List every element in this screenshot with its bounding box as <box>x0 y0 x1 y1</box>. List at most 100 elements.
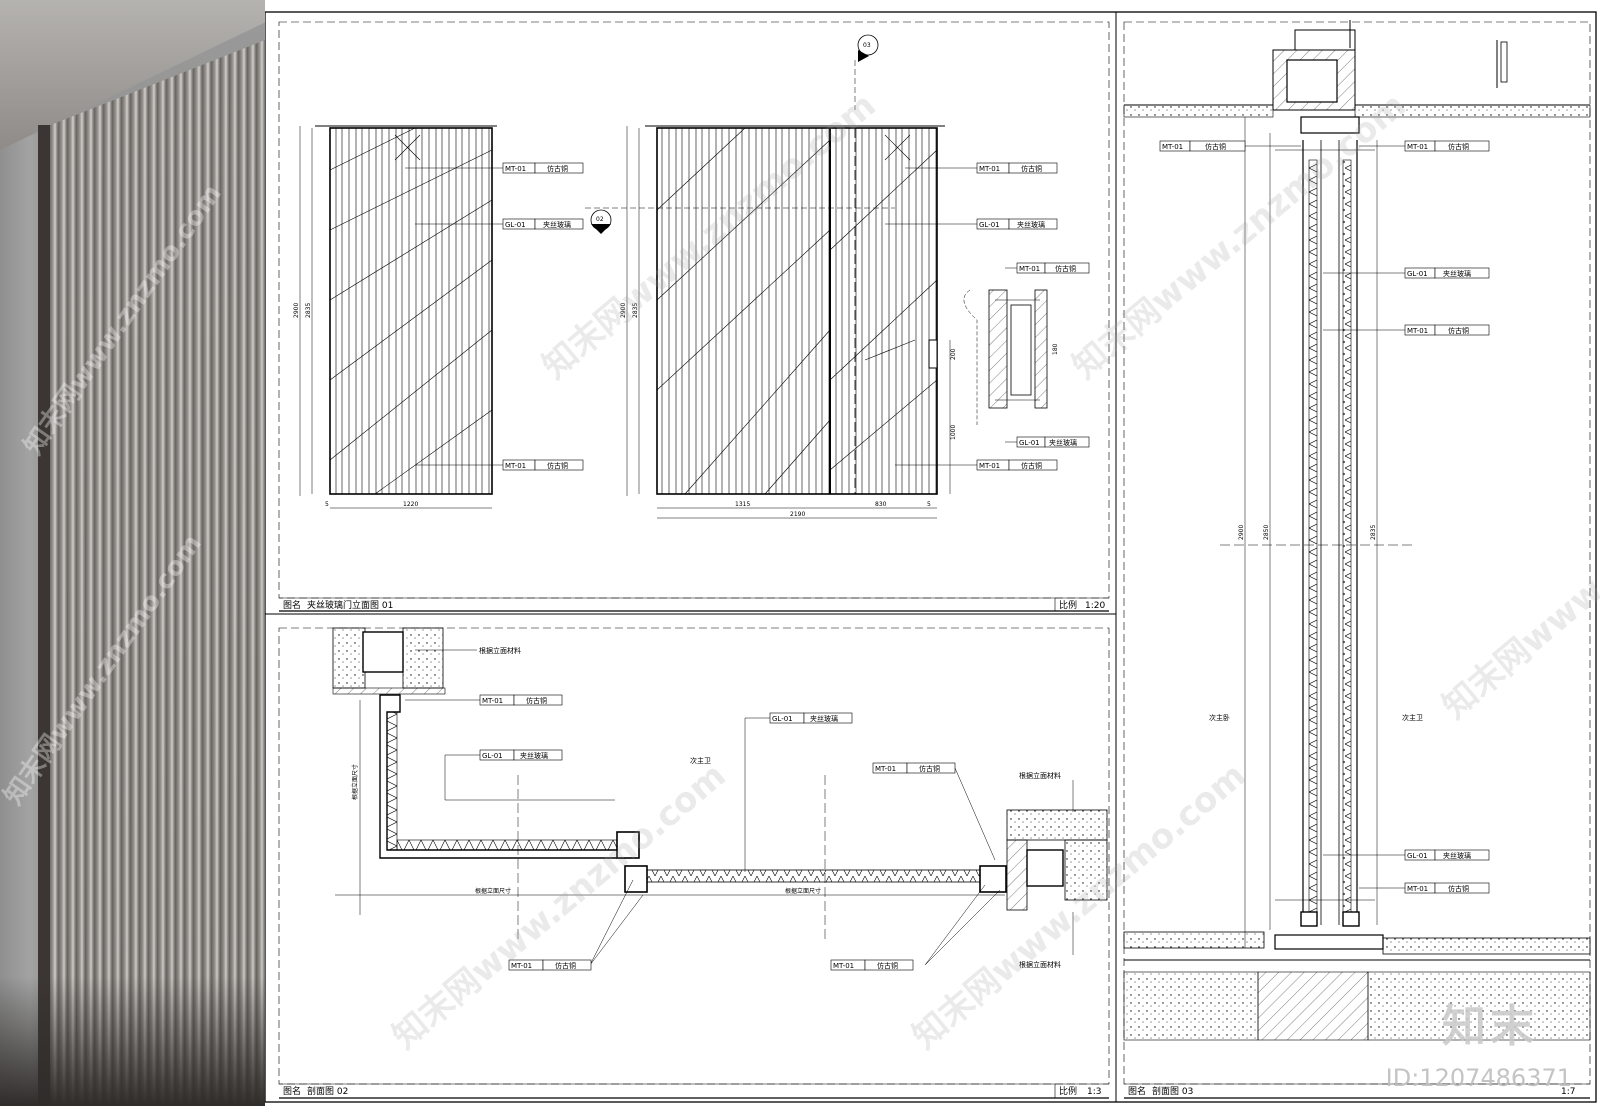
tag-name: 夹丝玻璃 <box>543 220 571 229</box>
tag-name: 夹丝玻璃 <box>520 751 548 760</box>
tag-code: GL-01 <box>505 221 526 229</box>
tag-code: MT-01 <box>1407 885 1428 893</box>
tag-code: GL-01 <box>979 221 1000 229</box>
title-prefix: 图名 <box>1128 1085 1146 1097</box>
dim-a: 2850 <box>1263 525 1270 540</box>
tag-name: 仿古铜 <box>1021 461 1042 470</box>
panel-elevation-frame <box>278 21 1110 599</box>
tag-name: 仿古铜 <box>547 461 568 470</box>
tag-name: 夹丝玻璃 <box>1017 220 1045 229</box>
watermark-text: 知末网www.znzmo.com <box>385 755 734 1057</box>
tag-code: MT-01 <box>979 462 1000 470</box>
photo-floor <box>0 976 265 1106</box>
room-label-right: 次主卫 <box>1402 713 1423 722</box>
panel-section03-frame <box>1123 21 1591 1085</box>
dim-right-a: 1315 <box>735 501 750 508</box>
dim-total: 2900 <box>1238 525 1245 540</box>
watermark-text: 知末网www.znzmo.com <box>1435 425 1600 727</box>
note-by-elevation: 根据立面材料 <box>1019 960 1061 969</box>
note-by-size: 根据立面尺寸 <box>785 887 821 895</box>
dim-right-offset: 5 <box>927 501 931 508</box>
elevation-left-door <box>315 125 497 495</box>
dim-total: 2190 <box>790 511 805 518</box>
section02-mid-glass: 次主卫 根据立面尺寸 根据立面尺寸 <box>335 756 1007 940</box>
dim-height-door: 2835 <box>305 303 312 318</box>
scale-value: 1:20 <box>1085 601 1105 611</box>
section02-left-frame: 根据立面尺寸 <box>351 694 648 915</box>
scale-value: 1:3 <box>1087 1087 1101 1097</box>
dim-height-door: 2835 <box>632 303 639 318</box>
section03-floor <box>1123 931 1591 1041</box>
watermark-text: 知末网www.znzmo.com <box>1065 85 1414 387</box>
tag-name: 仿古铜 <box>547 164 568 173</box>
reeded-glass-photo: 知末网www.znzmo.com 知末网www.znzmo.com <box>0 0 265 1106</box>
elevation-right-dims: 2900 2835 200 1000 1315 830 5 2190 <box>620 126 957 519</box>
photo-door-frame <box>38 125 50 1106</box>
tag-name: 夹丝玻璃 <box>1443 851 1471 860</box>
dim-height-total: 2900 <box>620 303 627 318</box>
section02-tags: MT-01 仿古铜 GL-01 夹丝玻璃 GL-01 夹丝玻璃 MT-01 仿古… <box>405 694 1001 971</box>
elevation-left-tags: MT-01 仿古铜 GL-01 夹丝玻璃 MT-01 仿古铜 <box>405 162 584 471</box>
tag-name: 仿古铜 <box>1021 164 1042 173</box>
note-by-size: 根据立面尺寸 <box>351 764 359 800</box>
tag-name: 夹丝玻璃 <box>1443 269 1471 278</box>
tag-code: GL-01 <box>1407 270 1428 278</box>
tag-name: 仿古铜 <box>1205 142 1226 151</box>
title-prefix: 图名 <box>283 599 301 611</box>
callout-label: 02 <box>596 216 604 223</box>
tag-code: MT-01 <box>1407 143 1428 151</box>
tag-code: GL-01 <box>1019 439 1040 447</box>
tag-code: MT-01 <box>1162 143 1183 151</box>
note-by-elevation: 根据立面材料 <box>479 646 521 655</box>
dim-handle: 1000 <box>950 425 957 440</box>
photo-reeded-glass <box>50 40 265 1106</box>
title-bar-section02: 图名 剖面图 02 比例 1:3 <box>279 1083 1109 1099</box>
cad-sheet: 图名 夹丝玻璃门立面图 01 比例 1:20 图名 剖面图 02 比例 1:3 … <box>264 0 1600 1106</box>
cad-drawing: 图名 夹丝玻璃门立面图 01 比例 1:20 图名 剖面图 02 比例 1:3 … <box>264 11 1600 1103</box>
tag-code: MT-01 <box>505 462 526 470</box>
dim-right-b: 830 <box>875 501 887 508</box>
room-label-left: 次主卧 <box>1209 713 1230 722</box>
title-bar-elevation: 图名 夹丝玻璃门立面图 01 比例 1:20 <box>279 597 1109 612</box>
room-label: 次主卫 <box>690 756 711 765</box>
tag-name: 仿古铜 <box>1448 884 1469 893</box>
tag-name: 仿古铜 <box>1448 142 1469 151</box>
tag-name: 仿古铜 <box>919 764 940 773</box>
elevation-callout-03: 03 <box>854 34 879 110</box>
tag-code: MT-01 <box>875 765 896 773</box>
elevation-right-tags: MT-01 仿古铜 GL-01 夹丝玻璃 MT-01 仿古铜 <box>885 162 1058 471</box>
section03-dims: 2900 2850 2835 次主卧 次主卫 <box>1209 117 1423 948</box>
tag-name: 仿古铜 <box>877 961 898 970</box>
section02-right-wall: 根据立面材料 根据立面材料 <box>1006 771 1108 969</box>
section03-ceiling <box>1123 20 1591 118</box>
dim-height-total: 2900 <box>293 303 300 318</box>
dim-left-offset: 5 <box>325 501 329 508</box>
tag-name: 仿古铜 <box>555 961 576 970</box>
tag-code: GL-01 <box>772 715 793 723</box>
sheet-border <box>264 11 1597 1103</box>
panel-section02-frame <box>278 627 1110 1085</box>
section02-top-wall: 根据立面材料 <box>332 627 521 695</box>
title-section03: 剖面图 03 <box>1152 1085 1193 1097</box>
dim-detail-a: 200 <box>950 348 957 360</box>
sheet-watermarks: 知末网www.znzmo.com 知末网www.znzmo.com 知末网www… <box>385 85 1600 1057</box>
scale-label: 比例 <box>1059 599 1077 611</box>
scale-label: 比例 <box>1059 1085 1077 1097</box>
tag-name: 仿古铜 <box>1055 264 1076 273</box>
tag-code: GL-01 <box>1407 852 1428 860</box>
callout-label: 03 <box>863 42 871 49</box>
tag-code: MT-01 <box>482 697 503 705</box>
tag-name: 仿古铜 <box>526 696 547 705</box>
tag-code: MT-01 <box>979 165 1000 173</box>
tag-code: MT-01 <box>1407 327 1428 335</box>
tag-name: 夹丝玻璃 <box>810 714 838 723</box>
tag-name: 夹丝玻璃 <box>1049 438 1077 447</box>
elevation-right-door <box>645 125 945 495</box>
elevation-handle-detail: 180 MT-01 仿古铜 GL-01 夹丝玻璃 <box>963 262 1090 448</box>
tag-code: MT-01 <box>1019 265 1040 273</box>
note-by-elevation: 根据立面材料 <box>1019 771 1061 780</box>
section03-door <box>1220 116 1415 927</box>
dim-b: 2835 <box>1370 525 1377 540</box>
title-elevation: 夹丝玻璃门立面图 01 <box>307 599 393 611</box>
watermark-logo: 知末 <box>1442 1001 1538 1052</box>
